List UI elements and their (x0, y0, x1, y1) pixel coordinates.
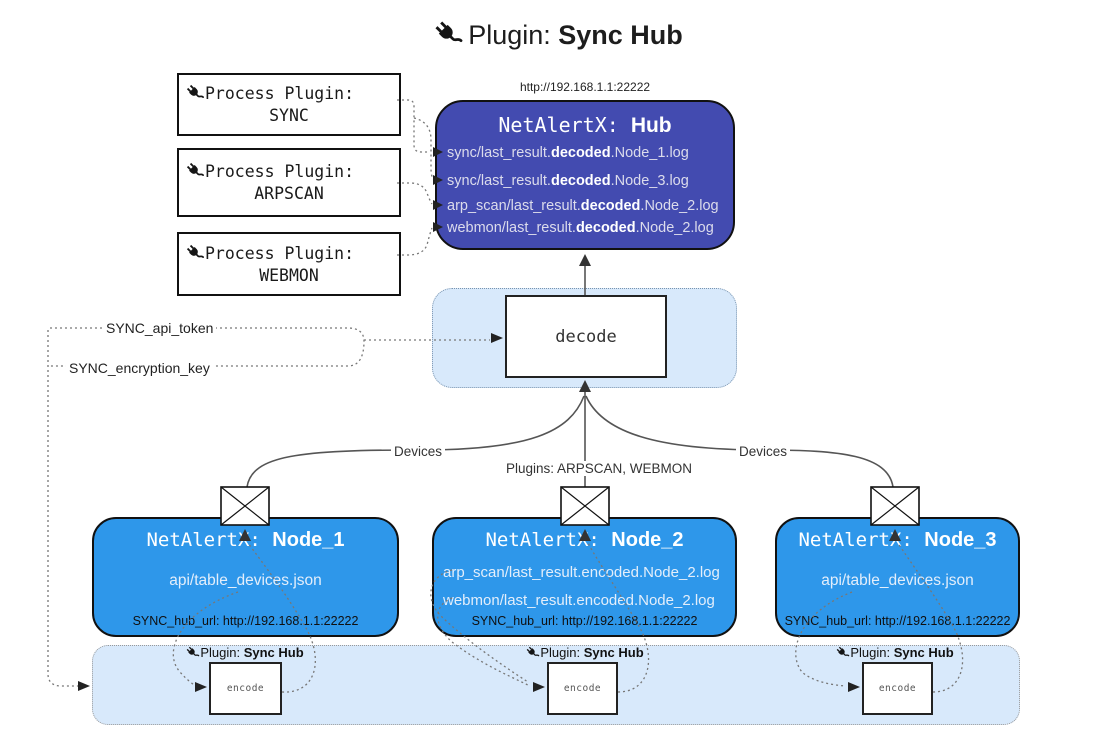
hub-file-line: sync/last_result.decoded.Node_1.log (447, 145, 689, 161)
plug-icon (836, 646, 850, 660)
node-title: NetAlertX: Node_3 (798, 529, 997, 551)
process-plugin-name: WEBMON (259, 265, 319, 285)
arrowhead-into-band (78, 681, 90, 691)
process-plugin-label: Process Plugin: (205, 243, 355, 263)
hub-file-line: webmon/last_result.decoded.Node_2.log (447, 220, 714, 236)
netalertx-node-2-box: NetAlertX: Node_2 arp_scan/last_result.e… (432, 517, 737, 637)
plug-icon (526, 646, 540, 660)
node-hub-url: SYNC_hub_url: http://192.168.1.1:22222 (132, 614, 359, 628)
edge-label-devices-right: Devices (736, 444, 791, 459)
decode-box: decode (505, 295, 667, 378)
hub-file-line: sync/last_result.decoded.Node_3.log (447, 173, 689, 189)
process-plugin-name: ARPSCAN (254, 184, 324, 203)
process-plugin-label: Process Plugin: (205, 84, 355, 103)
edge-config-to-band (47, 330, 80, 687)
netalertx-node-1-box: NetAlertX: Node_1 api/table_devices.json… (92, 517, 399, 637)
arrowhead-into-hub-bottom (579, 254, 591, 266)
node-title: NetAlertX: Node_1 (146, 529, 345, 551)
sync-api-token-label: SYNC_api_token (103, 320, 217, 336)
plug-icon (186, 646, 200, 660)
node-title: NetAlertX: Node_2 (485, 529, 684, 551)
plug-icon (186, 162, 205, 181)
edge-label-plugins: Plugins: ARPSCAN, WEBMON (503, 461, 696, 476)
encoder-label: Plugin: Sync Hub (505, 645, 665, 660)
edge-sync-to-hub-line1 (397, 99, 430, 153)
node-file: api/table_devices.json (169, 572, 322, 589)
process-plugin-sync: Process Plugin: SYNC (177, 73, 401, 136)
encode-box: encode (209, 662, 282, 715)
hub-file-line: arp_scan/last_result.decoded.Node_2.log (447, 198, 719, 214)
process-plugin-arpscan: Process Plugin: ARPSCAN (177, 148, 401, 217)
node-hub-url: SYNC_hub_url: http://192.168.1.1:22222 (784, 614, 1011, 628)
hub-url-label: http://192.168.1.1:22222 (519, 80, 651, 94)
plug-icon (186, 84, 205, 103)
encoder-label: Plugin: Sync Hub (815, 645, 975, 660)
page-title-prefix: Plugin: (468, 20, 559, 50)
process-plugin-webmon: Process Plugin: WEBMON (177, 232, 401, 296)
edge-sync-to-hub-line2 (413, 117, 435, 181)
plug-icon (186, 244, 205, 263)
hub-title: NetAlertX: Hub (498, 113, 672, 137)
node-file: arp_scan/last_result.encoded.Node_2.log (443, 564, 720, 581)
sync-encryption-key-label: SYNC_encryption_key (66, 360, 213, 376)
plug-icon (434, 20, 464, 50)
encoder-label: Plugin: Sync Hub (165, 645, 325, 660)
page-title: Plugin: Sync Hub (0, 20, 1117, 51)
page-title-name: Sync Hub (558, 20, 683, 50)
encode-box: encode (547, 662, 618, 715)
node-file: api/table_devices.json (821, 572, 974, 589)
edge-label-devices-left: Devices (391, 444, 446, 459)
node-hub-url: SYNC_hub_url: http://192.168.1.1:22222 (471, 614, 698, 628)
encode-box: encode (862, 662, 933, 715)
node-file: webmon/last_result.encoded.Node_2.log (443, 592, 715, 609)
netalertx-hub-box: NetAlertX: Hub sync/last_result.decoded.… (435, 100, 735, 250)
edge-webmon-to-hub (397, 227, 433, 256)
process-plugin-label: Process Plugin: (205, 162, 355, 181)
edge-arpscan-to-hub (397, 182, 433, 205)
process-plugin-name: SYNC (269, 106, 309, 125)
netalertx-node-3-box: NetAlertX: Node_3 api/table_devices.json… (775, 517, 1020, 637)
